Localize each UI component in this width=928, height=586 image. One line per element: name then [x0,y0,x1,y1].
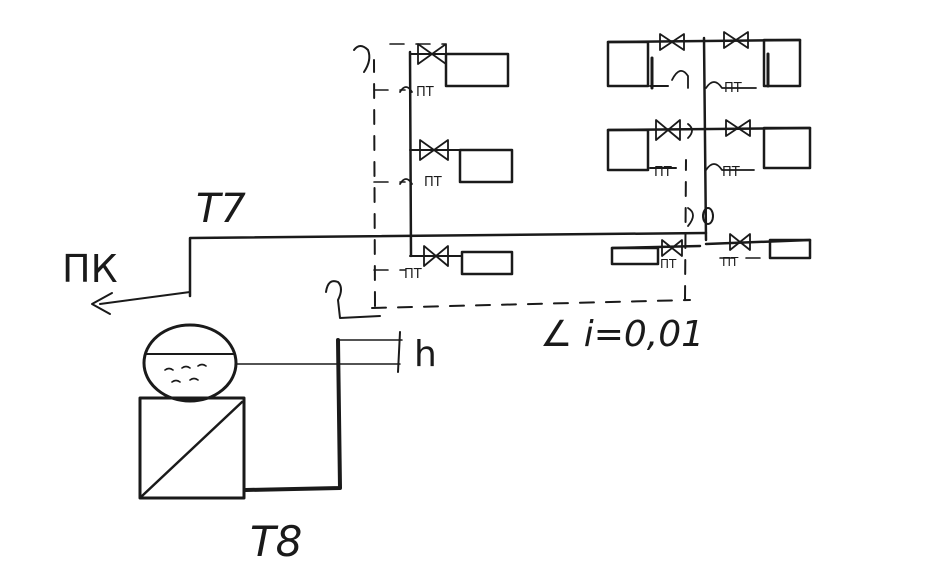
svg-text:ПТ: ПТ [416,85,434,100]
svg-text:ПТ: ПТ [424,175,442,190]
right-radiator-top-right: ПТ [705,31,802,96]
right-riser [671,36,714,242]
svg-text:ПТ: ПТ [654,165,672,180]
level-difference-label: h [414,334,437,375]
svg-text:ПТ: ПТ [722,165,740,180]
right-radiator-bottom-left: ПТ [610,239,702,271]
svg-text:ПТ: ПТ [722,255,739,269]
return-line [235,331,403,492]
relief-valve-label: ПК [62,247,118,291]
supply-pipe-label: T7 [196,186,246,232]
left-radiator-top: ПТ [399,43,510,100]
left-radiator-middle: ПТ [399,139,514,190]
right-radiator-bottom-right: ПТ [704,233,812,269]
svg-text:ПТ: ПТ [404,267,422,282]
supply-main [91,231,708,315]
expansion-tank [142,323,238,403]
slope-label: ∠ i=0,01 [540,314,704,355]
left-radiator-bottom: ПТ [404,245,514,282]
boiler [138,396,246,500]
left-riser [408,50,413,258]
svg-text:ПТ: ПТ [724,81,742,96]
svg-text:ПТ: ПТ [660,257,677,271]
return-pipe-label: T8 [250,517,302,566]
right-radiator-middle-right: ПТ [705,119,812,180]
